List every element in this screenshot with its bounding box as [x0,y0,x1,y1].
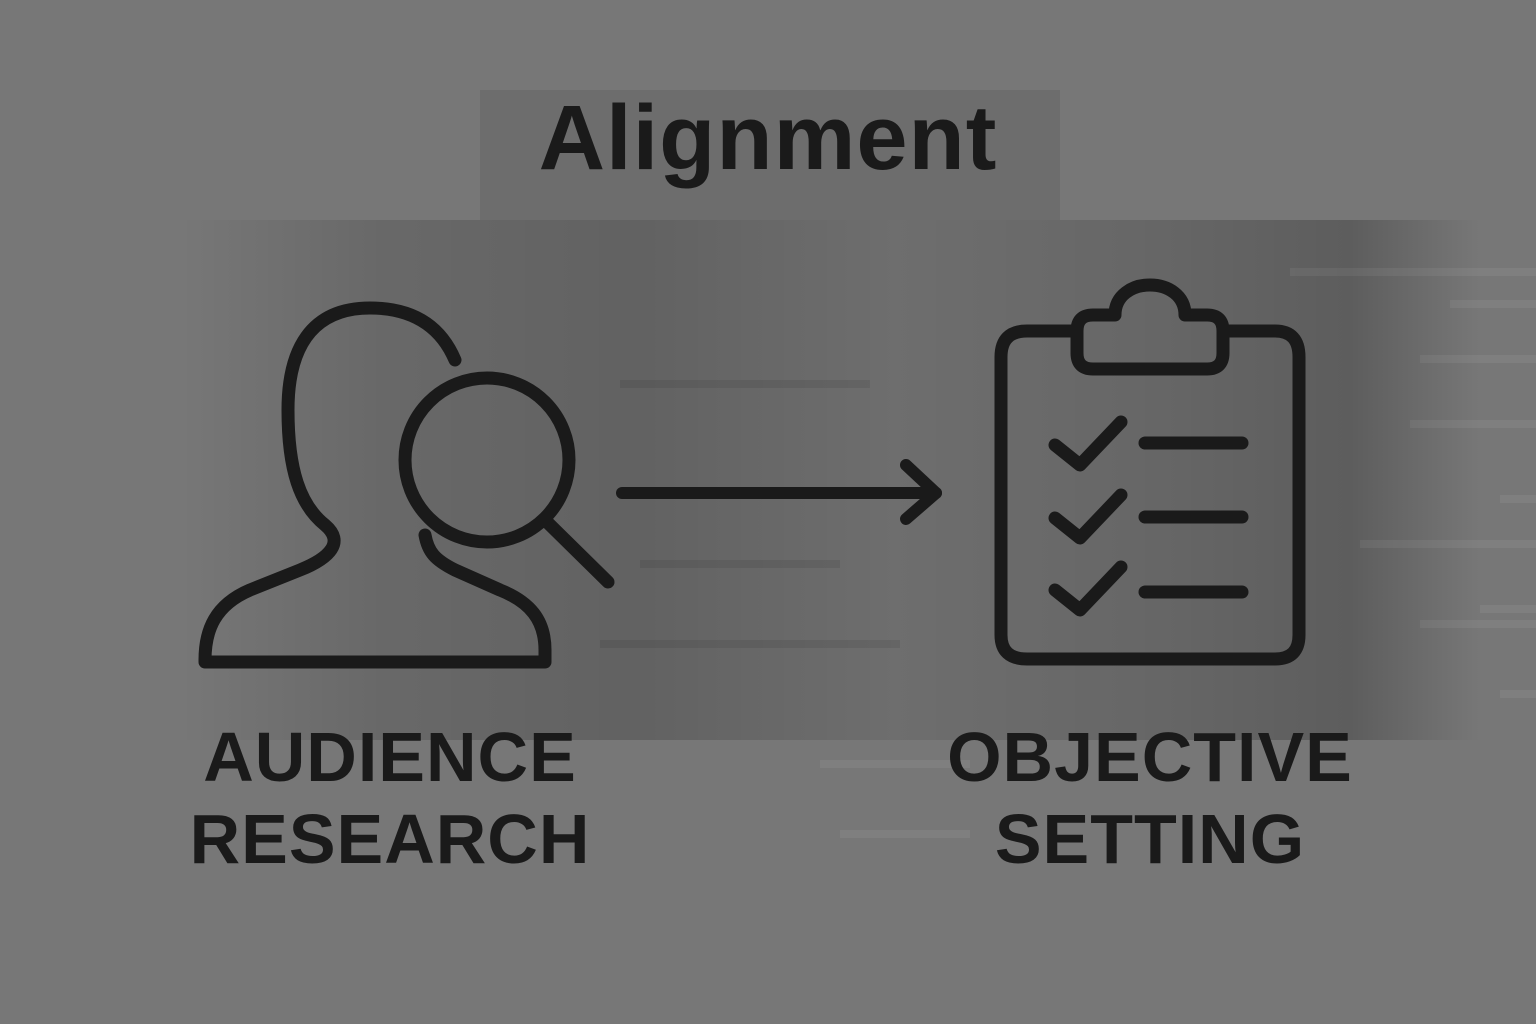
background-streak [640,560,840,568]
background-streak [1420,355,1536,363]
background-streak [1410,420,1536,428]
arrow-right-icon [610,455,950,535]
background-streak [1500,495,1536,503]
clipboard-checklist-icon [985,265,1315,675]
background-streak [600,640,900,648]
background-streak [1360,540,1536,548]
label-line: AUDIENCE [203,718,577,796]
background-streak [1500,690,1536,698]
node-label-objective-setting: OBJECTIVE SETTING [920,716,1380,880]
label-line: SETTING [994,800,1306,878]
background-streak [620,380,870,388]
background-streak [1450,300,1536,308]
label-line: RESEARCH [189,800,591,878]
diagram-title: Alignment [538,87,998,189]
label-line: OBJECTIVE [947,718,1353,796]
background-streak [1420,620,1536,628]
node-label-audience-research: AUDIENCE RESEARCH [170,716,610,880]
background-streak [1290,268,1536,276]
background-streak [1480,605,1536,613]
person-search-icon [190,290,630,680]
